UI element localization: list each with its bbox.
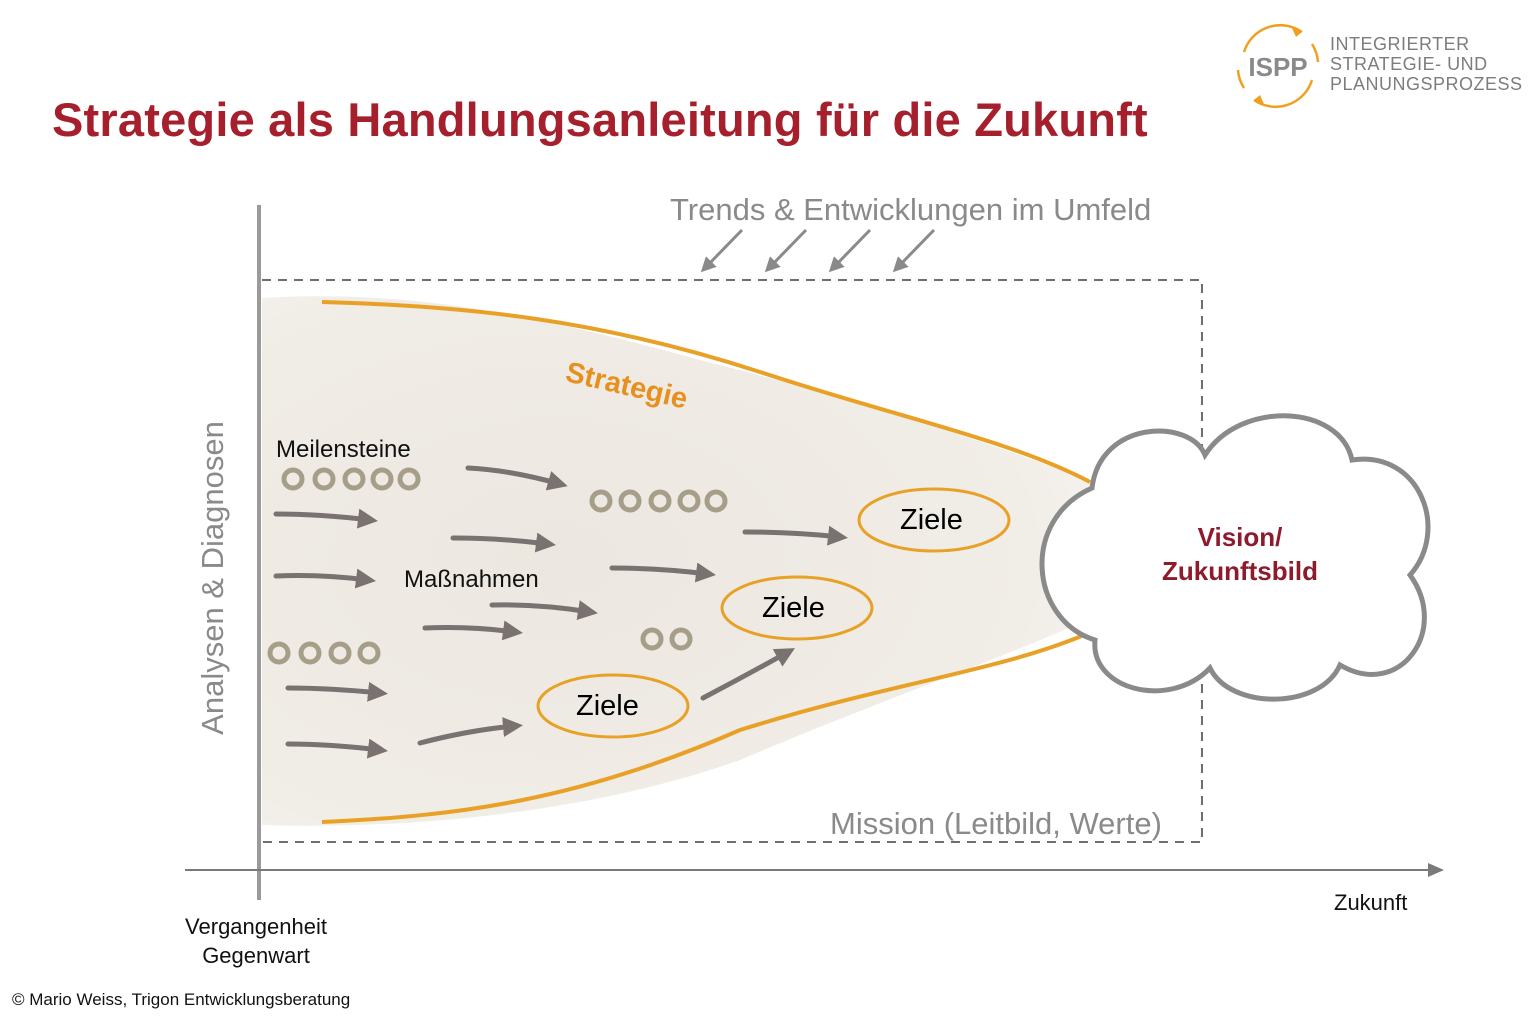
y-axis-label: Analysen & Diagnosen: [195, 421, 230, 735]
trends-label: Trends & Entwicklungen im Umfeld: [670, 192, 1152, 227]
logo-text: INTEGRIERTER STRATEGIE- UND PLANUNGSPROZ…: [1330, 34, 1523, 94]
vision-label: Vision/ Zukunftsbild: [1162, 522, 1318, 586]
logo-line-2: STRATEGIE- UND: [1330, 54, 1488, 74]
page-title: Strategie als Handlungsanleitung für die…: [52, 93, 1148, 146]
goal-ellipse-2: [720, 575, 874, 641]
goal-label-3: Ziele: [576, 690, 639, 722]
goal-label-2: Ziele: [762, 592, 825, 624]
logo-abbr: ISPP: [1248, 52, 1307, 82]
milestones-group-3: [267, 641, 381, 665]
copyright-notice: © Mario Weiss, Trigon Entwicklungsberatu…: [12, 990, 351, 1009]
logo-line-1: INTEGRIERTER: [1330, 34, 1470, 54]
mission-label: Mission (Leitbild, Werte): [830, 806, 1162, 841]
strategy-funnel: [262, 296, 1110, 826]
milestones-group-4: [640, 627, 693, 651]
trend-arrows: [700, 228, 936, 273]
x-axis-end-label: Zukunft: [1334, 890, 1408, 915]
measures-label: Maßnahmen: [404, 566, 539, 593]
goal-ellipse-1: [857, 487, 1011, 553]
strategy-upper-line: [321, 300, 1091, 484]
strategy-lower-line: [321, 626, 1101, 824]
milestones-label: Meilensteine: [276, 436, 411, 463]
goal-label-1: Ziele: [900, 504, 963, 536]
measure-arrows: [273, 465, 848, 759]
milestones-group-2: [589, 489, 728, 513]
vision-cloud: [1039, 413, 1431, 702]
milestones-group-1: [281, 467, 421, 491]
ispp-logo: ISPP: [1236, 24, 1320, 108]
logo-line-3: PLANUNGSPROZESS: [1330, 74, 1523, 94]
x-axis-arrowhead: [1428, 863, 1444, 877]
x-axis-start-label: Vergangenheit Gegenwart: [185, 914, 327, 968]
goal-ellipse-3: [536, 673, 690, 739]
